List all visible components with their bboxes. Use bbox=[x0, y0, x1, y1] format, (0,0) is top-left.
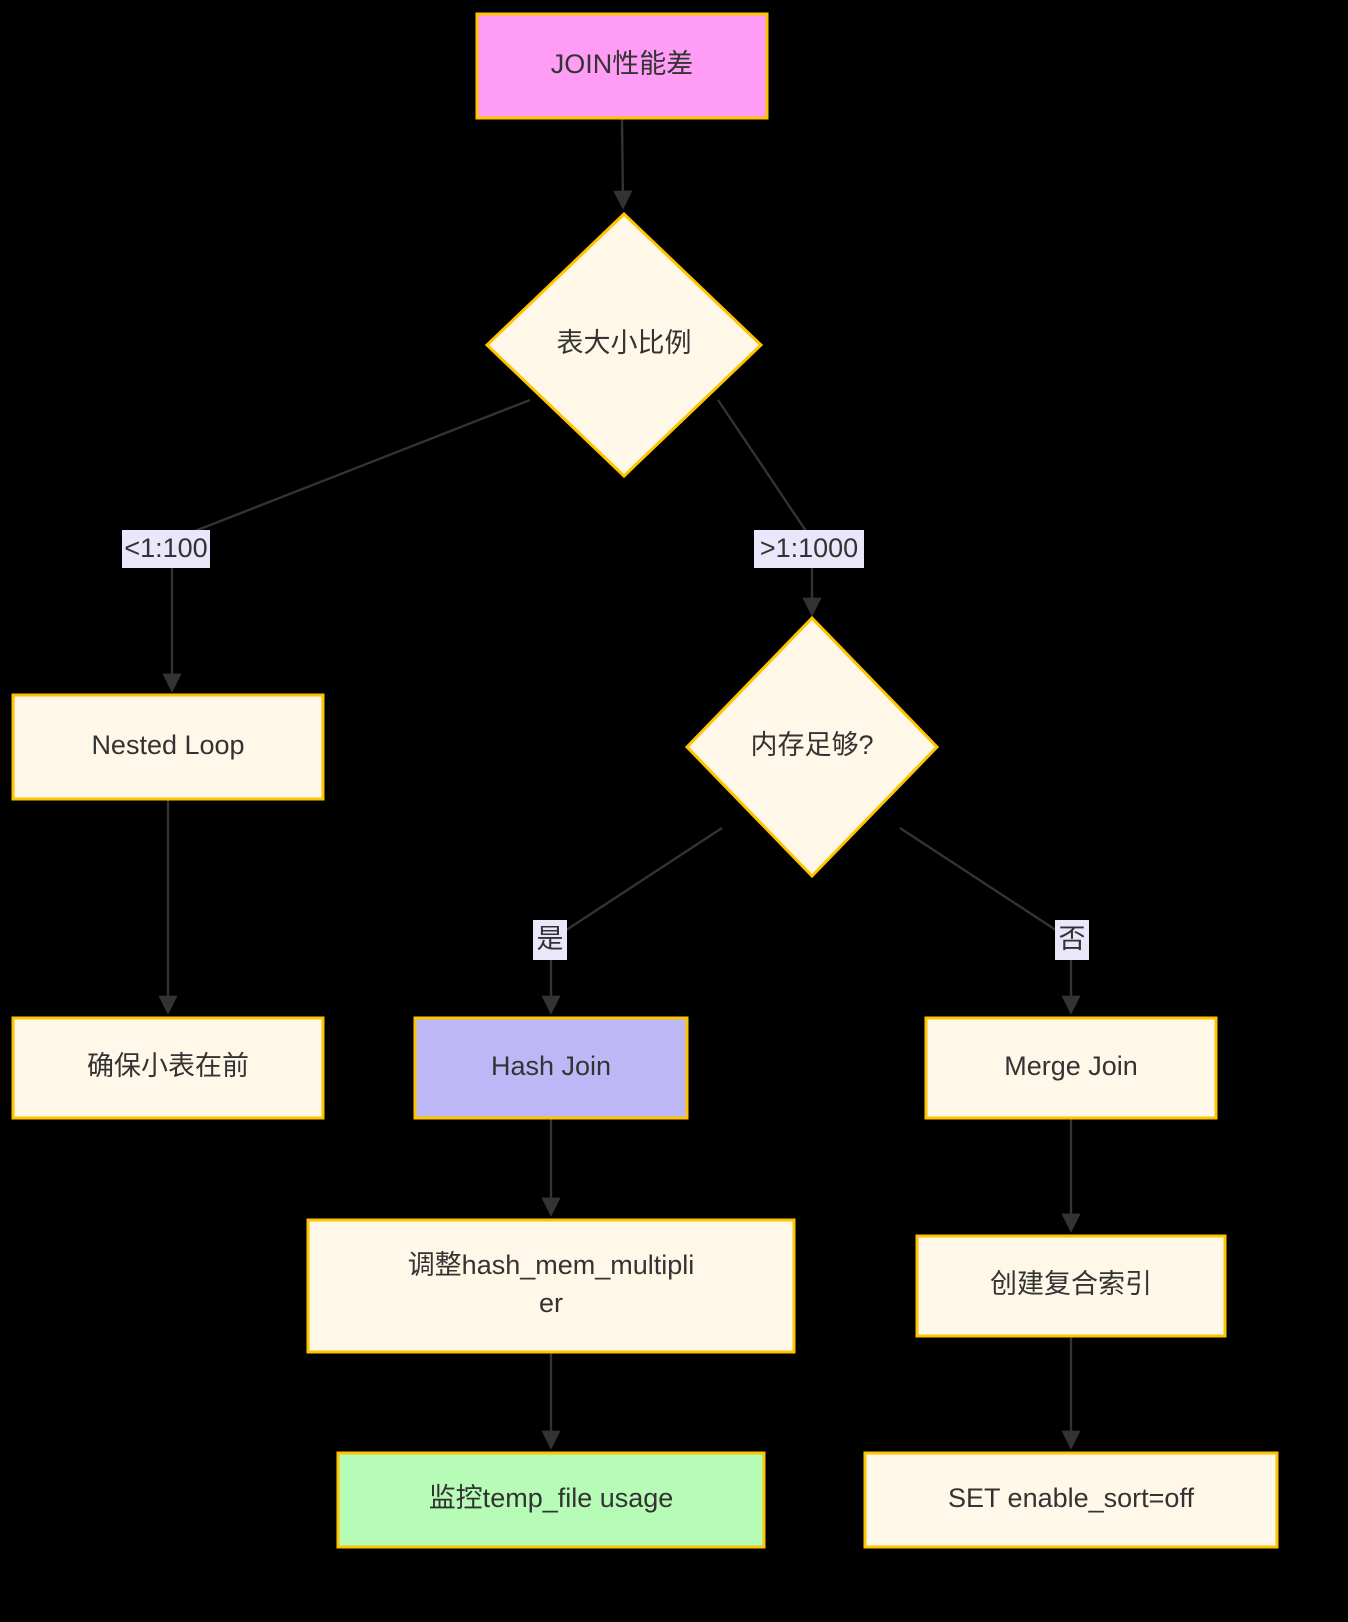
node-n9-node[interactable]: 创建复合索引 bbox=[915, 1234, 1227, 1338]
node-label: 确保小表在前 bbox=[87, 1051, 249, 1081]
node-rect-shape bbox=[11, 693, 325, 801]
edge-label-text: >1:1000 bbox=[760, 533, 858, 563]
node-n7-merge-join[interactable]: Merge Join bbox=[924, 1016, 1218, 1120]
edge-label-1-1000: >1:1000 bbox=[754, 530, 864, 568]
node-n10-temp-file-usage[interactable]: 监控temp_file usage bbox=[336, 1451, 766, 1549]
edge-label-background bbox=[1055, 920, 1089, 960]
node-rect-shape bbox=[924, 1016, 1218, 1120]
node-label: 内存足够? bbox=[750, 730, 873, 760]
edge-label-1-100: <1:100 bbox=[122, 530, 210, 568]
edge-label-text: 是 bbox=[537, 924, 564, 954]
node-rect-shape bbox=[915, 1234, 1227, 1338]
edge-n1-to-n2 bbox=[613, 117, 633, 210]
node-n4-node[interactable]: 内存足够? bbox=[684, 615, 940, 879]
edge-n2-to-n3 bbox=[162, 398, 531, 693]
node-diamond-shape bbox=[484, 211, 764, 479]
node-label: 表大小比例 bbox=[557, 328, 692, 358]
node-rect-shape bbox=[475, 12, 769, 120]
node-n6-hash-join[interactable]: Hash Join bbox=[413, 1016, 689, 1120]
node-label: 监控temp_file usage bbox=[429, 1483, 674, 1513]
edge-labels-layer: <1:100 >1:1000 是 否 bbox=[122, 530, 1089, 960]
edge-n4-to-n7 bbox=[899, 826, 1081, 1015]
edge-label-text: <1:100 bbox=[124, 533, 207, 563]
node-n11-set-enable-sort-off[interactable]: SET enable_sort=off bbox=[863, 1451, 1279, 1549]
node-n5-node[interactable]: 确保小表在前 bbox=[11, 1016, 325, 1120]
node-label: Nested Loop bbox=[91, 730, 244, 760]
edge-label-background bbox=[122, 530, 210, 568]
edge-n4-to-n6 bbox=[541, 826, 723, 1015]
edge-label-text: 否 bbox=[1059, 924, 1086, 954]
node-label: Merge Join bbox=[1004, 1051, 1138, 1081]
edge-label-background bbox=[754, 530, 864, 568]
node-diamond-shape bbox=[684, 615, 940, 879]
node-rect-shape bbox=[336, 1451, 766, 1549]
node-rect-shape bbox=[11, 1016, 325, 1120]
node-n2-node[interactable]: 表大小比例 bbox=[484, 211, 764, 479]
node-rect-shape bbox=[413, 1016, 689, 1120]
node-n1-join[interactable]: JOIN性能差 bbox=[475, 12, 769, 120]
node-label: 创建复合索引 bbox=[990, 1269, 1152, 1299]
node-label: SET enable_sort=off bbox=[948, 1483, 1194, 1513]
node-rect-shape bbox=[306, 1218, 796, 1354]
node-label: JOIN性能差 bbox=[551, 49, 694, 79]
edge-n2-to-n4 bbox=[717, 399, 822, 617]
node-label: Hash Join bbox=[491, 1051, 611, 1081]
node-rect-shape bbox=[863, 1451, 1279, 1549]
edge-label-node: 否 bbox=[1055, 920, 1089, 960]
edge-label-node: 是 bbox=[533, 920, 567, 960]
edge-label-background bbox=[533, 920, 567, 960]
node-n3-nested-loop[interactable]: Nested Loop bbox=[11, 693, 325, 801]
